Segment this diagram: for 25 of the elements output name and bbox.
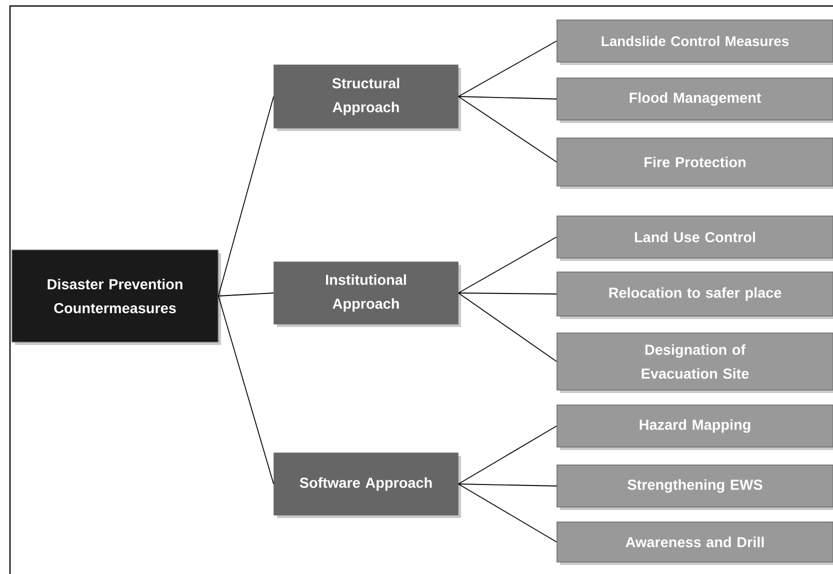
connector-line [458,426,558,484]
measure-box: Awareness and Drill [556,522,833,565]
connector-line [458,236,558,294]
connector-line [458,484,558,542]
category-box: Structural Approach [274,64,461,131]
measure-box: Fire Protection [556,138,833,189]
measure-box: Designation of Evacuation Site [556,332,833,393]
measure-box: Relocation to safer place [556,272,833,319]
connector-line [458,292,558,362]
connector-line [458,96,558,100]
connector-line [458,484,558,486]
category-box: Institutional Approach [274,262,461,327]
measure-box: Flood Management [556,78,833,123]
measure-box: Land Use Control [556,216,833,261]
measure-box: Landslide Control Measures [556,20,833,65]
connector-line [218,292,274,296]
category-box: Software Approach [274,452,461,518]
connector-line [458,40,558,97]
measure-box: Hazard Mapping [556,404,833,450]
connector-line [218,296,274,484]
connector-line [458,96,558,162]
connector-line [218,96,274,296]
connector-line [458,292,558,294]
root-box: Disaster Prevention Countermeasures [12,250,221,345]
measure-box: Strengthening EWS [556,464,833,510]
